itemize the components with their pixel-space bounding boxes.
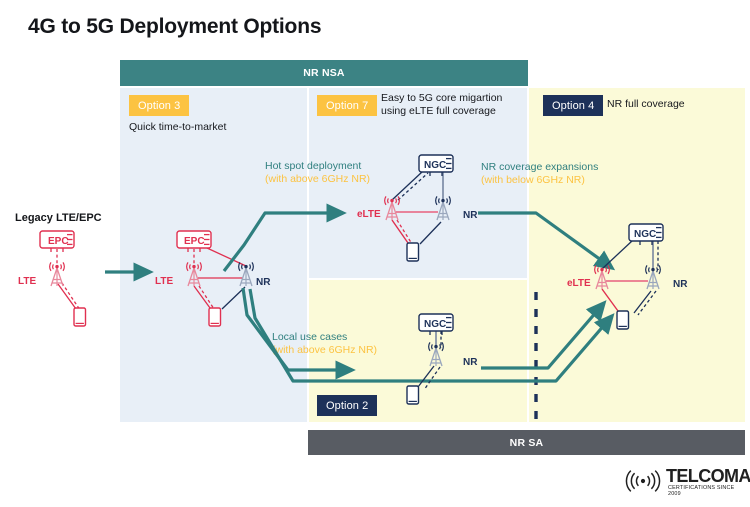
annotation-nr-coverage-expansions: NR coverage expansions (with below 6GHz … (481, 161, 598, 187)
node-label-option4-nr: NR (673, 279, 688, 290)
brand-name: TELCOMA (666, 466, 750, 486)
badge-option-2[interactable]: Option 2 (317, 395, 378, 416)
option3-core-label: EPC (184, 236, 205, 247)
badge-option-4[interactable]: Option 4 (543, 95, 604, 116)
cluster-option3: EPC (176, 230, 254, 327)
node-label-option3-nr: NR (256, 277, 271, 288)
node-label-option2-nr: NR (463, 357, 478, 368)
badge-option-3[interactable]: Option 3 (129, 95, 190, 116)
flow-arrow-sa-to-option4-upper (530, 300, 607, 370)
legacy-core-label: EPC (48, 236, 69, 247)
node-label-option7-elte: eLTE (357, 209, 381, 220)
caption-option-7: Easy to 5G core migartion using eLTE ful… (381, 92, 503, 117)
node-label-option4-elte: eLTE (567, 278, 591, 289)
panel-divider-vertical-left (307, 88, 309, 422)
panel-option4 (529, 88, 745, 422)
brand-tagline: CERTIFICATIONS SINCE 2009 (668, 485, 735, 497)
flow-arrow-hotspot (222, 203, 347, 272)
signal-waves-icon (625, 470, 661, 492)
cluster-option2: NGC (406, 313, 454, 405)
annotation-hotspot-line1: Hot spot deployment (265, 160, 362, 172)
nr-sa-bar: NR SA (308, 430, 745, 455)
option2-core-label: NGC (424, 319, 446, 330)
nr-nsa-bar: NR NSA (120, 60, 528, 86)
node-label-option3-lte: LTE (155, 276, 174, 287)
node-label-legacy-lte: LTE (18, 276, 37, 287)
annotation-hotspot-line2: (with above 6GHz NR) (265, 173, 371, 185)
flow-arrow-local-use-cases (241, 287, 356, 380)
annotation-local-use-cases: Local use cases (with above 6GHz NR) (272, 331, 377, 357)
badge-option-7[interactable]: Option 7 (317, 95, 378, 116)
option7-core-label: NGC (424, 160, 446, 171)
panel-option3 (120, 88, 307, 422)
brand-logo: TELCOMA CERTIFICATIONS SINCE 2009 (620, 466, 750, 497)
flow-line-option3-to-sa (248, 288, 530, 383)
page-title: 4G to 5G Deployment Options (28, 15, 322, 38)
annotation-expansion-line1: NR coverage expansions (481, 161, 599, 173)
nr-nsa-bar-label: NR NSA (303, 67, 345, 79)
caption-option-4: NR full coverage (607, 98, 685, 110)
panel-divider-vertical-right (527, 88, 529, 422)
caption-option-3: Quick time-to-market (129, 121, 227, 133)
annotation-local-line1: Local use cases (272, 331, 348, 343)
legacy-network-label: Legacy LTE/EPC (15, 212, 102, 224)
flow-arrow-sa-to-option4-lower (530, 313, 615, 383)
nr-sa-bar-label: NR SA (509, 436, 544, 449)
annotation-hot-spot-deployment: Hot spot deployment (with above 6GHz NR) (265, 160, 370, 186)
cluster-option4: NGC (594, 223, 664, 330)
panel-divider-horizontal (309, 278, 528, 280)
node-label-option7-nr: NR (463, 210, 478, 221)
annotation-local-line2: (with above 6GHz NR) (272, 344, 378, 356)
cluster-legacy: EPC (39, 230, 87, 327)
option4-core-label: NGC (634, 229, 656, 240)
flow-arrow-coverage-expansion (478, 211, 616, 271)
annotation-expansion-line2: (with below 6GHz NR) (481, 174, 585, 186)
cluster-option7: NGC (384, 154, 454, 262)
